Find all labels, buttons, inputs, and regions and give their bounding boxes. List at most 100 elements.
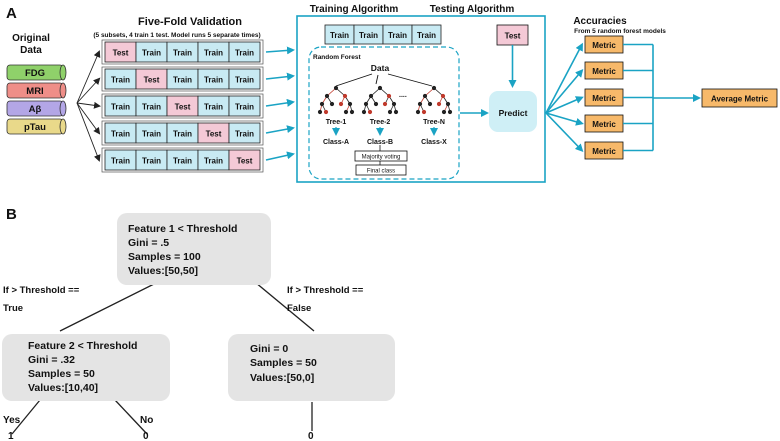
majority-voting-box [354, 150, 408, 162]
left-condition-line2: True [3, 303, 23, 314]
tree-node [319, 101, 325, 107]
panel-b-label: B [6, 206, 17, 223]
data-layer-cap-4 [59, 118, 67, 135]
training-cell-label: Train [359, 31, 378, 40]
training-cell-label: Train [417, 31, 436, 40]
fold-cell-label: Train [235, 130, 254, 139]
fold-cell-label: Test [206, 130, 222, 139]
left-node-line2: Gini = .32 [28, 354, 75, 366]
leaf-value-yes: 1 [8, 431, 14, 441]
fold-cell-label: Train [235, 103, 254, 112]
tree-node [447, 109, 453, 115]
metric-label: Metric [592, 67, 616, 76]
tree-node [441, 109, 447, 115]
fold-arrow-2 [265, 72, 295, 81]
leaf-value-no: 0 [143, 431, 149, 441]
tree-node [329, 101, 335, 107]
data-to-tree2-line [375, 74, 379, 85]
train-cell [228, 68, 261, 90]
fold-cell-label: Test [144, 76, 160, 85]
tree-node [417, 101, 423, 107]
train-cell [228, 41, 261, 63]
leaf-value-right: 0 [308, 431, 314, 441]
root-node-line2: Gini = .5 [128, 237, 169, 249]
split-arrow-5 [76, 102, 101, 162]
data-layer-label: pTau [24, 122, 46, 133]
accuracies-subtitle: From 5 random forest models [574, 28, 666, 35]
tree-node [421, 109, 427, 115]
tree-node [323, 109, 329, 115]
root-node [117, 213, 271, 285]
left-no-label: No [140, 415, 153, 426]
tree-node [382, 101, 388, 107]
tree-node [431, 85, 437, 91]
tree-name-label: Tree-2 [370, 119, 391, 126]
tree-2-graph [361, 85, 399, 115]
tree-node [415, 109, 421, 115]
left-node-line1: Feature 2 < Threshold [28, 340, 137, 352]
fold-cell-label: Train [235, 76, 254, 85]
fold-row-2-frame [101, 66, 264, 92]
fold-cell-label: Train [111, 76, 130, 85]
data-layer-label: MRI [26, 86, 43, 97]
data-to-treeN-line [387, 73, 433, 87]
fold-arrow-4 [265, 125, 295, 134]
majority-voting-label: Majority voting [362, 155, 401, 161]
five-fold-title: Five-Fold Validation [138, 16, 242, 28]
panel-a-label: A [6, 5, 17, 22]
split-arrow-3 [76, 101, 101, 109]
fold-cell-label: Train [142, 157, 161, 166]
fold-cell-label: Train [173, 49, 192, 58]
fold-cell-label: Train [142, 49, 161, 58]
predict-to-metric-arrow-1 [545, 42, 583, 114]
root-node-line4: Values:[50,50] [128, 265, 198, 277]
train-cell [228, 122, 261, 144]
tree-node [391, 101, 397, 107]
fold-cell-label: Train [235, 49, 254, 58]
left-yes-edge [11, 399, 41, 435]
metric-label: Metric [592, 41, 616, 50]
fold-row-5-frame [101, 147, 264, 173]
tree-node [422, 93, 428, 99]
tree-node [386, 93, 392, 99]
metric-label: Metric [592, 147, 616, 156]
data-to-tree1-line [335, 73, 373, 87]
split-arrow-2 [76, 77, 101, 104]
final-class-box [355, 164, 407, 176]
final-class-label: Final class [367, 169, 395, 175]
test-box-label: Test [505, 32, 521, 41]
algorithm-box [296, 15, 546, 183]
data-layer-label: Aβ [29, 104, 42, 115]
split-arrow-1 [76, 50, 101, 104]
tree-class-label: Class-X [421, 139, 447, 146]
predict-to-metric-arrow-2 [545, 68, 584, 114]
data-layer-cap-3 [59, 100, 67, 117]
train-cell [228, 95, 261, 117]
fold-cell-label: Test [237, 157, 253, 166]
right-condition-line2: False [287, 303, 311, 314]
tree-node [367, 109, 373, 115]
tree-node [387, 109, 393, 115]
left-node-line4: Values:[10,40] [28, 382, 98, 394]
tree-node [343, 109, 349, 115]
fold-cell-label: Train [204, 76, 223, 85]
tree-node [445, 101, 451, 107]
split-arrow-4 [76, 102, 101, 135]
fold-cell-label: Train [142, 103, 161, 112]
tree-node [349, 109, 355, 115]
right-node [228, 334, 395, 401]
tree-node [347, 101, 353, 107]
average-metric-label: Average Metric [711, 95, 769, 104]
fold-cell-label: Train [173, 130, 192, 139]
fold-arrow-1 [265, 46, 295, 55]
fold-to-training-arrows [265, 46, 295, 161]
fold-cell-label: Train [173, 76, 192, 85]
fold-arrow-5 [265, 151, 295, 161]
fold-cell-label: Train [111, 157, 130, 166]
right-node-line1: Gini = 0 [250, 343, 288, 355]
testing-algorithm-title: Testing Algorithm [430, 4, 515, 15]
fold-arrow-3 [265, 98, 295, 107]
